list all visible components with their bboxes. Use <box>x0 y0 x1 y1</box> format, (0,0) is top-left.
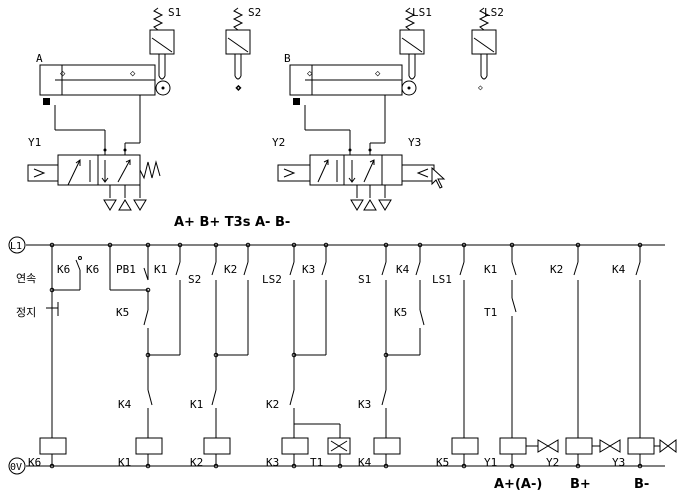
pneumatic-circuit: ◇ ◇ A ◇ ◇ B S1 <box>27 6 504 211</box>
limit-switch-ls2: ◇ LS2 <box>471 6 504 92</box>
contact-pb1-label: PB1 <box>116 263 136 276</box>
contact-k3-a-label: K3 <box>302 263 315 276</box>
mouse-cursor-icon <box>431 166 446 189</box>
contact-k5-b-label: K5 <box>394 306 407 319</box>
contact-s2-label: S2 <box>188 273 201 286</box>
contact-k1-b-label: K1 <box>190 398 203 411</box>
junction-dots <box>49 242 643 469</box>
output-a-label: A+(A-) <box>494 477 542 492</box>
contact-k2-c-label: K2 <box>550 263 563 276</box>
ladder-diagram: L1 0V K6 연속 정지 K6 K6 PB1 K5 K4 K1 <box>8 236 677 475</box>
contact-ls2-label: LS2 <box>262 273 282 286</box>
label-continuous: 연속 <box>16 272 36 285</box>
cylinder-b: ◇ ◇ B <box>284 52 417 105</box>
contact-k1-c-label: K1 <box>484 263 497 276</box>
contact-k2-a-label: K2 <box>224 263 237 276</box>
coil-k4-label: K4 <box>358 456 372 469</box>
contact-t1-label: T1 <box>484 306 497 319</box>
coil-k5-label: K5 <box>436 456 449 469</box>
limit-switch-s2: ◇ S2 <box>225 6 261 93</box>
svg-text:◇: ◇ <box>307 69 313 79</box>
sensor-ls2-label: LS2 <box>484 6 504 19</box>
rail-0v-label: 0V <box>10 462 22 473</box>
valve-a: Y1 <box>27 95 161 211</box>
contact-k4-c-label: K4 <box>612 263 626 276</box>
coil-y3-label: Y3 <box>612 456 625 469</box>
coil-y1-label: Y1 <box>484 456 497 469</box>
contact-k6-a-label: K6 <box>57 263 70 276</box>
svg-text:◇: ◇ <box>375 69 381 79</box>
svg-text:◇: ◇ <box>60 69 66 79</box>
limit-switch-s1: S1 <box>149 6 181 80</box>
cylinder-a-label: A <box>36 52 43 65</box>
solenoid-y3-label: Y3 <box>408 136 421 149</box>
coil-k3-label: K3 <box>266 456 279 469</box>
limit-switch-ls1: LS1 <box>399 6 432 80</box>
rail-l1-label: L1 <box>10 241 22 252</box>
sensor-s1-label: S1 <box>168 6 181 19</box>
contact-k3-b-label: K3 <box>358 398 371 411</box>
svg-text:◇: ◇ <box>478 83 483 92</box>
coil-k2-label: K2 <box>190 456 203 469</box>
sensor-s2-label: S2 <box>248 6 261 19</box>
solenoid-y2-label: Y2 <box>272 136 285 149</box>
label-stop: 정지 <box>16 306 36 319</box>
output-b-minus-label: B- <box>634 477 649 492</box>
coil-y2-label: Y2 <box>546 456 559 469</box>
output-b-plus-label: B+ <box>570 477 591 492</box>
valve-b: Y2 Y3 <box>272 95 435 211</box>
contact-k4-a-label: K4 <box>396 263 410 276</box>
contact-k2-b-label: K2 <box>266 398 279 411</box>
contact-k6-b-label: K6 <box>86 263 99 276</box>
contact-s1-label: S1 <box>358 273 371 286</box>
timer-t1-label: T1 <box>310 456 323 469</box>
coil-k1-label: K1 <box>118 456 131 469</box>
svg-text:◇: ◇ <box>236 83 241 92</box>
contact-k4-nc-label: K4 <box>118 398 132 411</box>
contact-k1-a-label: K1 <box>154 263 167 276</box>
solenoid-y1-label: Y1 <box>28 136 41 149</box>
contact-k5-label: K5 <box>116 306 129 319</box>
sensor-ls1-label: LS1 <box>412 6 432 19</box>
svg-text:◇: ◇ <box>130 69 136 79</box>
coil-k6-label: K6 <box>28 456 41 469</box>
sequence-label: A+ B+ T3s A- B- <box>174 215 290 230</box>
contact-ls1-label: LS1 <box>432 273 452 286</box>
cylinder-b-label: B <box>284 52 291 65</box>
cylinder-a: ◇ ◇ A <box>36 52 171 105</box>
